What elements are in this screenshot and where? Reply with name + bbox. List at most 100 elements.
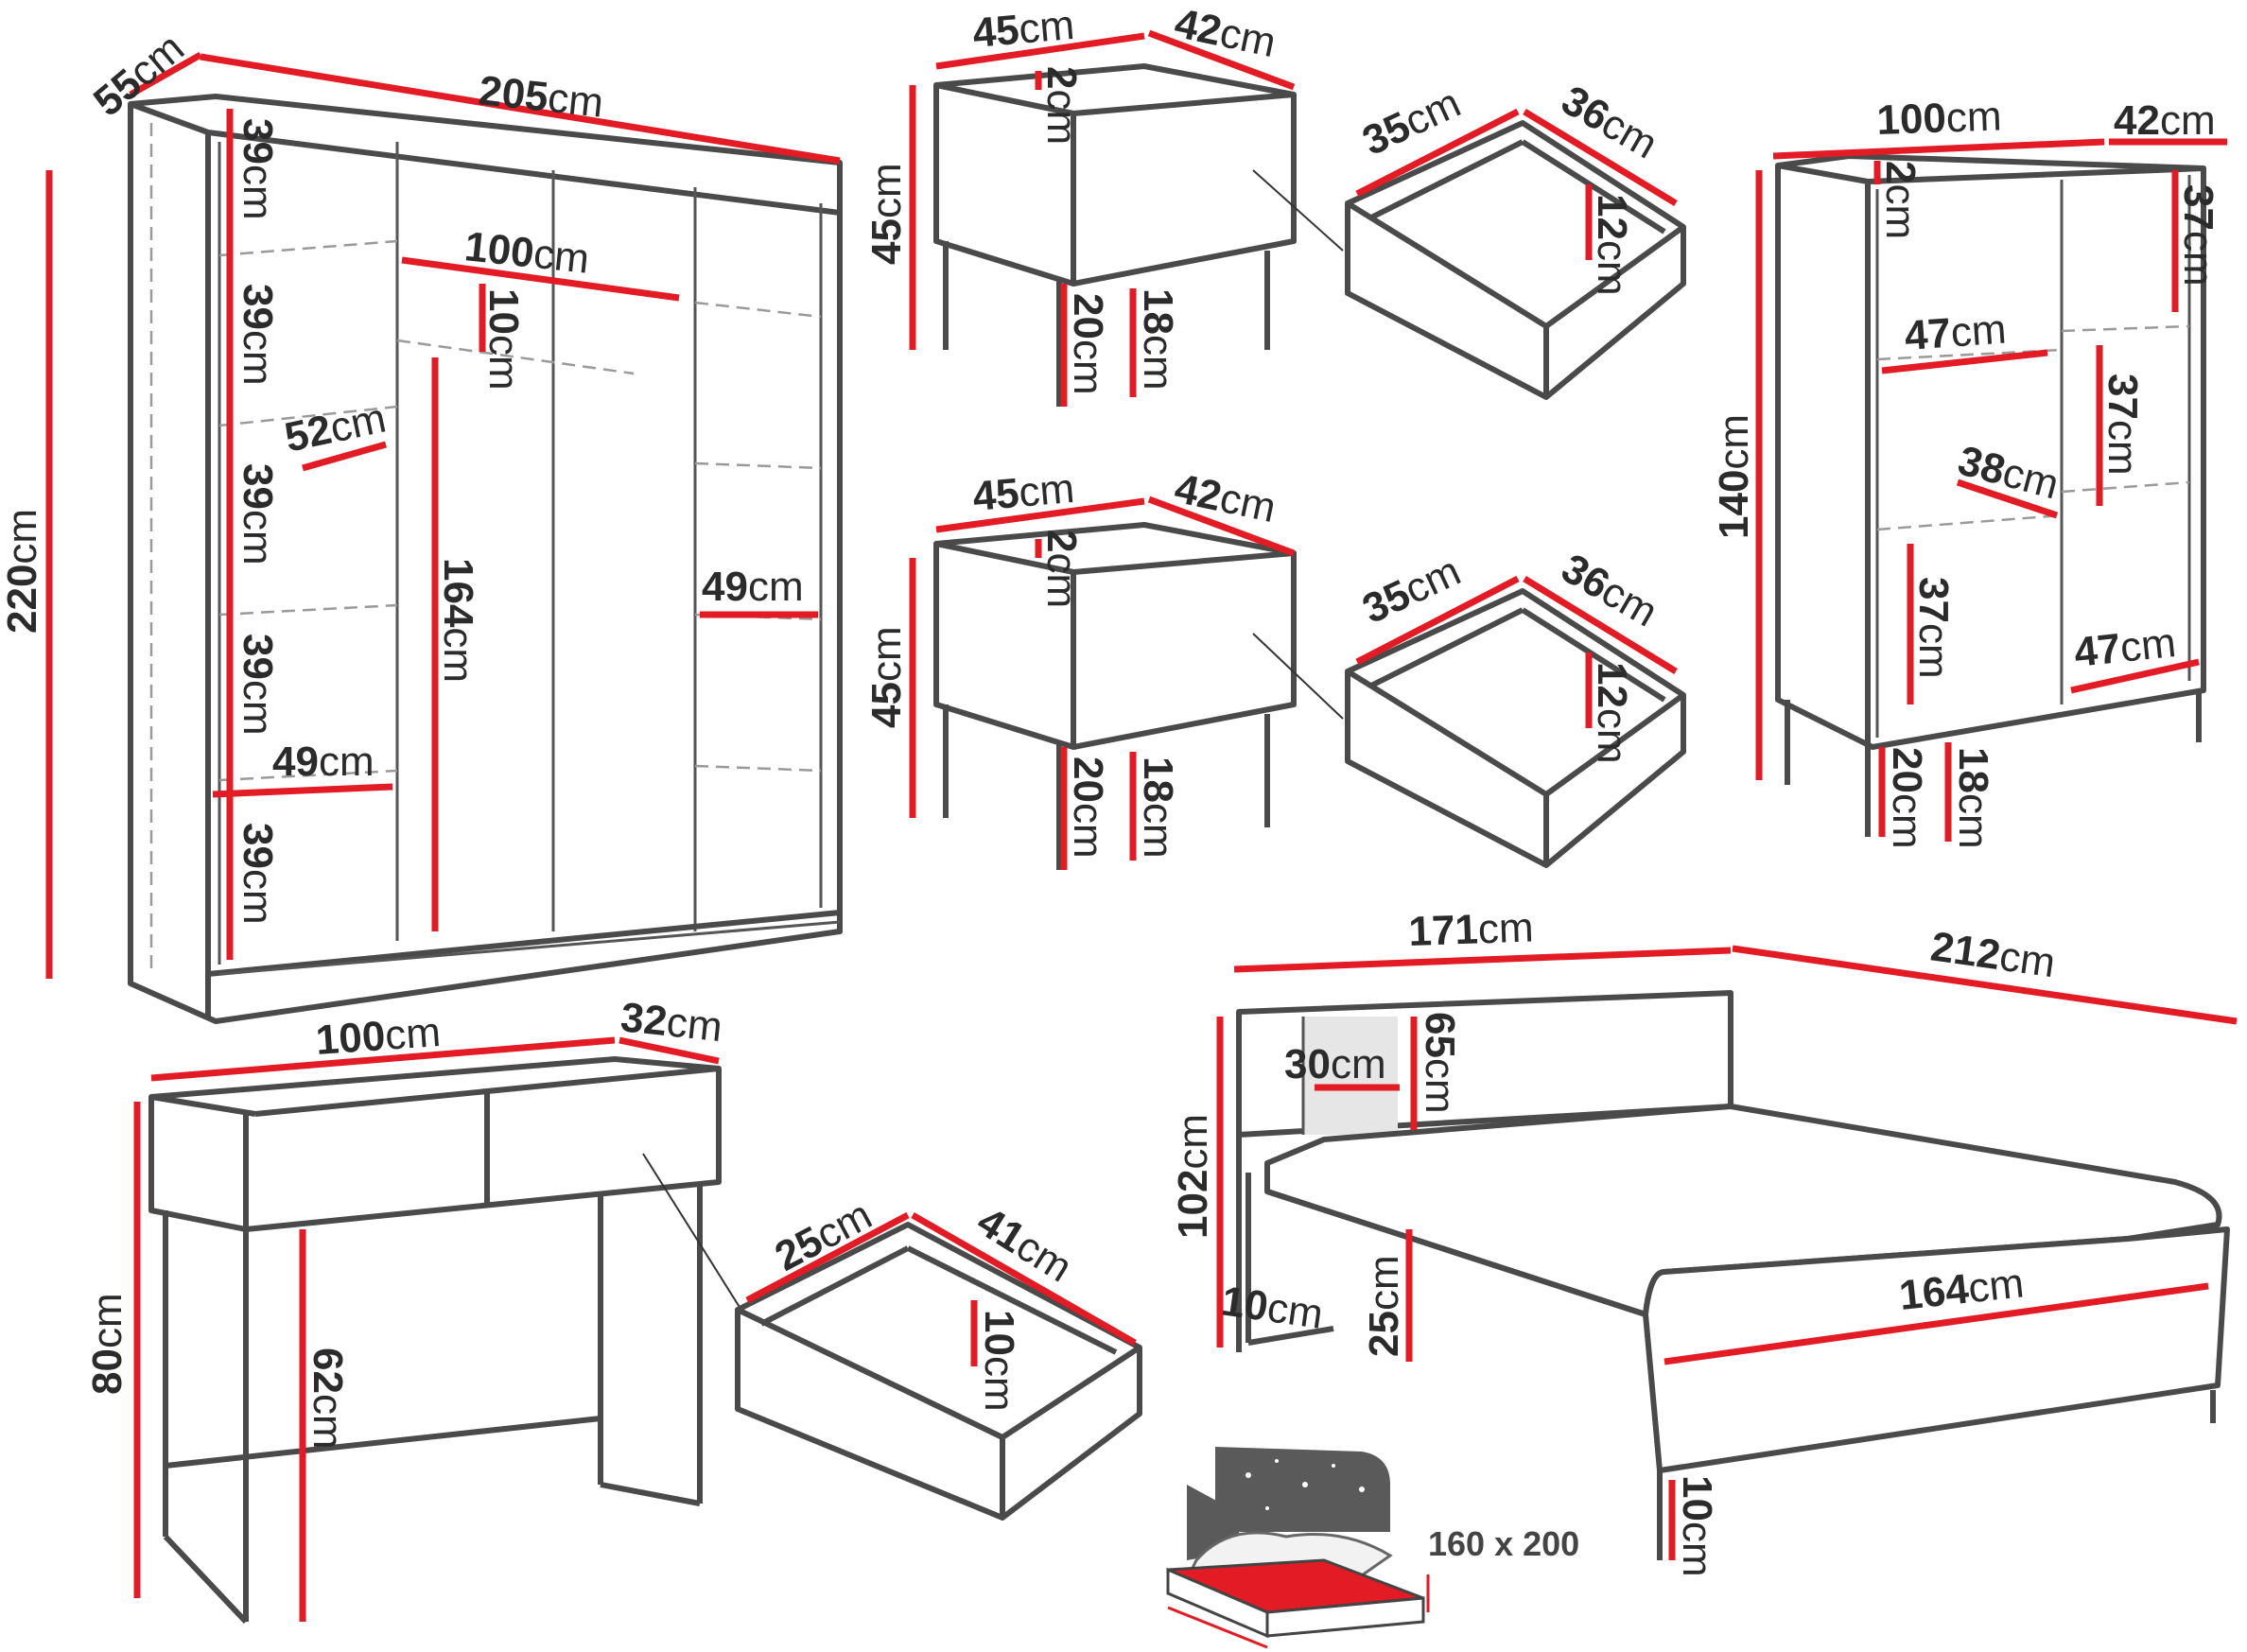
svg-text:42cm: 42cm [1171,0,1280,66]
ns2-leg-value: 20 [1065,756,1111,803]
bookcase-shelf-width-top-value: 47 [1903,310,1952,359]
ns1-depth-value: 42 [1171,0,1226,55]
bookcase-r1-value: 37 [2175,184,2221,231]
svg-text:100cm: 100cm [462,223,591,283]
bed-panel-width-value: 30 [1284,1041,1331,1087]
bed-base-value: 10 [1219,1278,1271,1330]
bookcase-width-value: 100 [1876,95,1947,144]
svg-text:35cm: 35cm [1356,79,1468,165]
svg-text:39cm: 39cm [235,823,281,925]
wardrobe-shelf4-value: 39 [235,634,281,680]
svg-text:45cm: 45cm [971,2,1076,57]
svg-text:65cm: 65cm [1417,1012,1463,1114]
svg-text:39cm: 39cm [235,284,281,386]
ns2-width-value: 45 [971,470,1021,520]
ns2-top-value: 2 [1038,530,1085,552]
wardrobe-hang-height-value: 164 [435,558,481,628]
svg-text:100cm: 100cm [1876,93,2003,144]
svg-text:140cm: 140cm [1711,414,1757,539]
svg-text:164cm: 164cm [435,558,481,683]
svg-text:205cm: 205cm [477,67,605,127]
desk-depth-value: 32 [618,994,670,1045]
svg-text:171cm: 171cm [1408,904,1535,955]
svg-text:49cm: 49cm [272,739,374,785]
bed-inner-value: 164 [1897,1265,1972,1318]
svg-text:47cm: 47cm [2072,619,2178,676]
svg-text:39cm: 39cm [235,463,281,565]
bed-side-height-value: 25 [1361,1311,1407,1357]
svg-text:25cm: 25cm [1361,1255,1407,1357]
svg-text:12cm: 12cm [1589,194,1635,296]
svg-text:18cm: 18cm [1950,747,1996,849]
svg-text:45cm: 45cm [863,163,910,265]
wardrobe-width-value: 205 [477,67,550,120]
wardrobe-shelf-depth-value: 52 [281,407,336,461]
bookcase-r2-value: 37 [2099,374,2146,420]
svg-text:37cm: 37cm [1910,577,1957,679]
svg-text:52cm: 52cm [281,394,390,461]
svg-text:102cm: 102cm [1170,1114,1216,1239]
svg-text:10cm: 10cm [1219,1278,1326,1337]
svg-text:212cm: 212cm [1928,923,2059,986]
bed-height-value: 102 [1170,1170,1216,1239]
desk-drawer [735,1222,1142,1521]
svg-text:39cm: 39cm [235,634,281,736]
nightstand-bottom [933,522,1344,870]
svg-text:39cm: 39cm [235,118,281,220]
svg-text:164cm: 164cm [1897,1260,2026,1319]
bookcase-l1-value: 37 [1910,577,1957,623]
wardrobe-shelf2-value: 39 [235,284,281,330]
svg-text:20cm: 20cm [1065,293,1111,395]
desk [148,1056,748,1625]
bookcase-height-value: 140 [1711,470,1757,539]
nightstand-top [933,63,1344,407]
wardrobe-left-width-value: 49 [272,739,319,785]
svg-text:37cm: 37cm [2175,184,2221,287]
svg-text:220cm: 220cm [0,509,45,634]
svg-text:2cm: 2cm [1038,530,1085,608]
bed-width-value: 171 [1408,906,1479,955]
bookcase-depth-value: 42 [2114,97,2160,144]
bookcase-leg-value: 20 [1884,747,1930,793]
ns2-clearance-value: 18 [1135,756,1181,803]
svg-text:12cm: 12cm [1589,662,1635,764]
bed-leg-value: 10 [1674,1475,1720,1522]
wardrobe-shelf3-value: 39 [235,463,281,510]
ns2-height-value: 45 [863,682,910,728]
svg-text:35cm: 35cm [1356,548,1468,633]
bed-length-value: 212 [1928,923,2004,979]
svg-text:30cm: 30cm [1284,1041,1386,1087]
svg-text:2cm: 2cm [1038,66,1085,145]
svg-text:37cm: 37cm [2099,374,2146,476]
bed [1236,990,2230,1560]
svg-text:18cm: 18cm [1135,756,1181,859]
svg-text:80cm: 80cm [84,1293,131,1395]
svg-text:42cm: 42cm [1171,465,1280,531]
wardrobe-shelf5-value: 39 [235,823,281,869]
svg-text:100cm: 100cm [314,1009,442,1064]
svg-text:42cm: 42cm [2114,97,2216,144]
bed-panel-height-value: 65 [1417,1012,1463,1058]
svg-text:49cm: 49cm [702,564,804,610]
desk-height-value: 80 [84,1348,131,1395]
bookcase-clearance-value: 18 [1950,747,1996,793]
svg-text:45cm: 45cm [971,465,1076,520]
wardrobe-right-width-value: 49 [702,564,748,610]
desk-width-value: 100 [314,1013,387,1064]
svg-text:32cm: 32cm [618,994,724,1051]
nightstand-top-drawer [1345,120,1686,400]
ns1-drawer-height-value: 12 [1589,194,1635,240]
ns1-top-value: 2 [1038,66,1085,89]
mattress-icon [1166,1447,1430,1649]
ns1-height-value: 45 [863,218,910,265]
bookcase [1775,153,2206,837]
svg-text:45cm: 45cm [863,626,910,728]
svg-text:2cm: 2cm [1877,161,1924,239]
ns1-clearance-value: 18 [1135,288,1181,335]
mattress-size-label: 160 x 200 [1428,1524,1579,1563]
desk-clearance-value: 62 [305,1348,351,1394]
svg-text:62cm: 62cm [305,1348,351,1450]
ns2-depth-value: 42 [1171,465,1226,520]
bookcase-shelf-width-bottom-value: 47 [2072,625,2123,676]
